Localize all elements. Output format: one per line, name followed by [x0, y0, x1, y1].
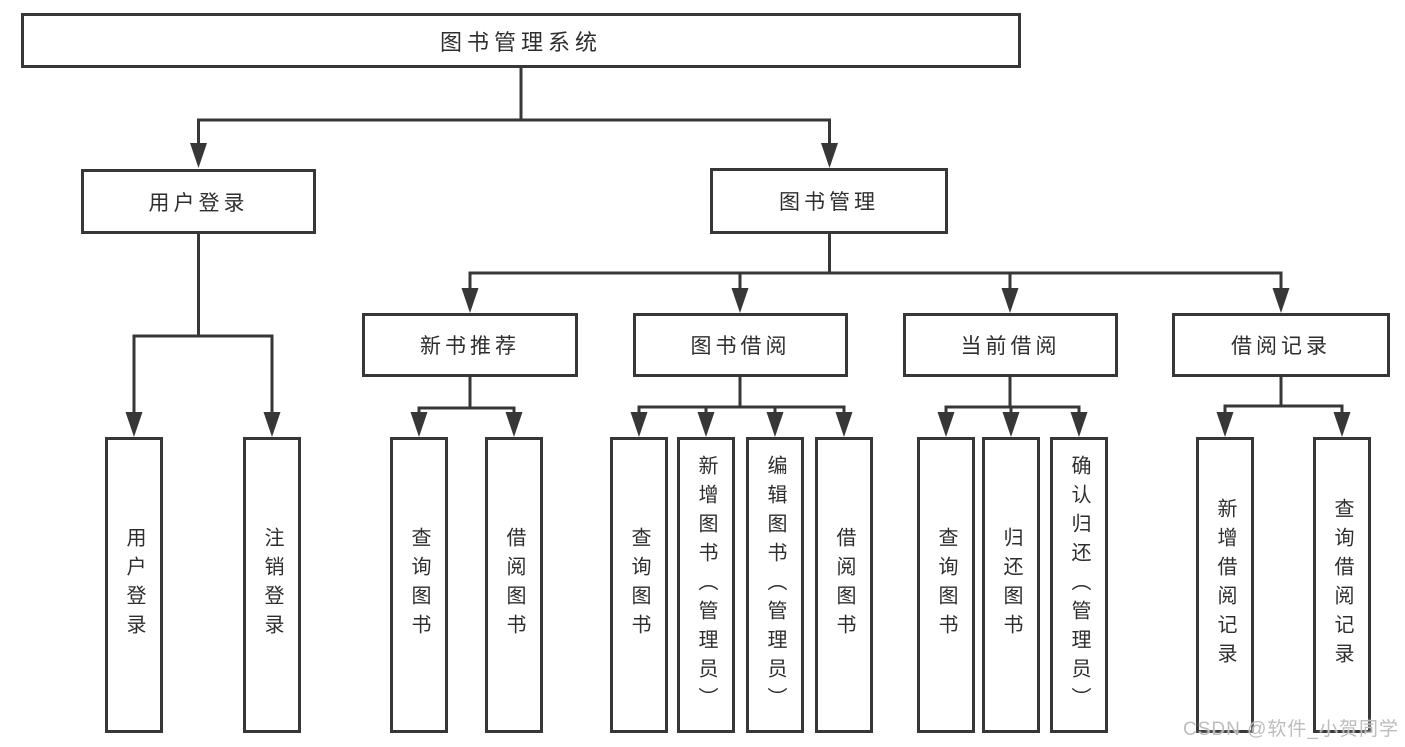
arrowhead	[630, 412, 648, 437]
leaf-query-books-1-label: 查询图书	[408, 527, 430, 643]
arrowhead	[263, 412, 281, 437]
arrowhead	[1272, 288, 1290, 313]
arrowhead	[731, 288, 749, 313]
node-root-label: 图书管理系统	[439, 29, 602, 55]
node-new-book-recommend-label: 新书推荐	[420, 335, 520, 358]
leaf-user-login: 用户登录	[105, 437, 163, 733]
leaf-query-books-2: 查询图书	[610, 437, 668, 733]
arrowhead	[1070, 412, 1088, 437]
leaf-add-book-admin-label: 新增图书（管理员）	[695, 454, 717, 716]
node-current-borrowing-label: 当前借阅	[960, 335, 1061, 358]
leaf-return-books: 归还图书	[982, 437, 1040, 733]
node-book-management-label: 图书管理	[779, 191, 879, 214]
arrowhead	[1216, 412, 1234, 437]
arrowhead	[461, 288, 479, 313]
leaf-query-books-3: 查询图书	[917, 437, 975, 733]
node-borrowing-records: 借阅记录	[1172, 313, 1390, 377]
node-book-borrowing: 图书借阅	[633, 313, 848, 377]
node-new-book-recommend: 新书推荐	[362, 313, 578, 377]
arrowhead	[697, 412, 715, 437]
arrowhead	[766, 412, 784, 437]
arrowhead	[937, 412, 955, 437]
leaf-borrow-books-1: 借阅图书	[485, 437, 543, 733]
leaf-query-books-1: 查询图书	[390, 437, 448, 733]
node-book-borrowing-label: 图书借阅	[690, 335, 791, 358]
arrowhead	[821, 143, 838, 168]
leaf-add-borrow-record: 新增借阅记录	[1196, 437, 1254, 733]
node-user-login-label: 用户登录	[148, 191, 249, 215]
leaf-confirm-return-admin: 确认归还（管理员）	[1050, 437, 1108, 733]
node-root: 图书管理系统	[21, 13, 1021, 68]
leaf-logout: 注销登录	[243, 437, 301, 733]
arrowhead	[1001, 288, 1019, 313]
leaf-user-login-label: 用户登录	[123, 527, 145, 643]
leaf-edit-book-admin: 编辑图书（管理员）	[746, 437, 804, 733]
arrowhead	[190, 143, 207, 168]
leaf-query-borrow-record: 查询借阅记录	[1313, 437, 1371, 733]
arrowhead	[835, 412, 853, 437]
leaf-query-books-2-label: 查询图书	[628, 527, 650, 643]
leaf-confirm-return-admin-label: 确认归还（管理员）	[1068, 454, 1090, 716]
csdn-watermark: CSDN @软件_小贺同学	[1183, 719, 1399, 740]
leaf-borrow-books-1-label: 借阅图书	[503, 527, 525, 643]
leaf-add-borrow-record-label: 新增借阅记录	[1214, 498, 1236, 672]
leaf-return-books-label: 归还图书	[1000, 527, 1022, 643]
node-user-login: 用户登录	[81, 169, 316, 234]
node-borrowing-records-label: 借阅记录	[1231, 335, 1331, 358]
arrowhead	[505, 412, 523, 437]
arrowhead	[410, 412, 428, 437]
leaf-query-books-3-label: 查询图书	[935, 527, 957, 643]
arrowheads	[125, 143, 1351, 437]
leaf-logout-label: 注销登录	[261, 527, 283, 643]
leaf-add-book-admin: 新增图书（管理员）	[677, 437, 735, 733]
leaf-query-borrow-record-label: 查询借阅记录	[1331, 498, 1353, 672]
arrowhead	[1002, 412, 1020, 437]
node-current-borrowing: 当前借阅	[903, 313, 1118, 377]
leaf-borrow-books-2: 借阅图书	[815, 437, 873, 733]
leaf-borrow-books-2-label: 借阅图书	[833, 527, 855, 643]
leaf-edit-book-admin-label: 编辑图书（管理员）	[764, 454, 786, 716]
arrowhead	[125, 412, 143, 437]
node-book-management: 图书管理	[710, 168, 948, 234]
arrowhead	[1333, 412, 1351, 437]
